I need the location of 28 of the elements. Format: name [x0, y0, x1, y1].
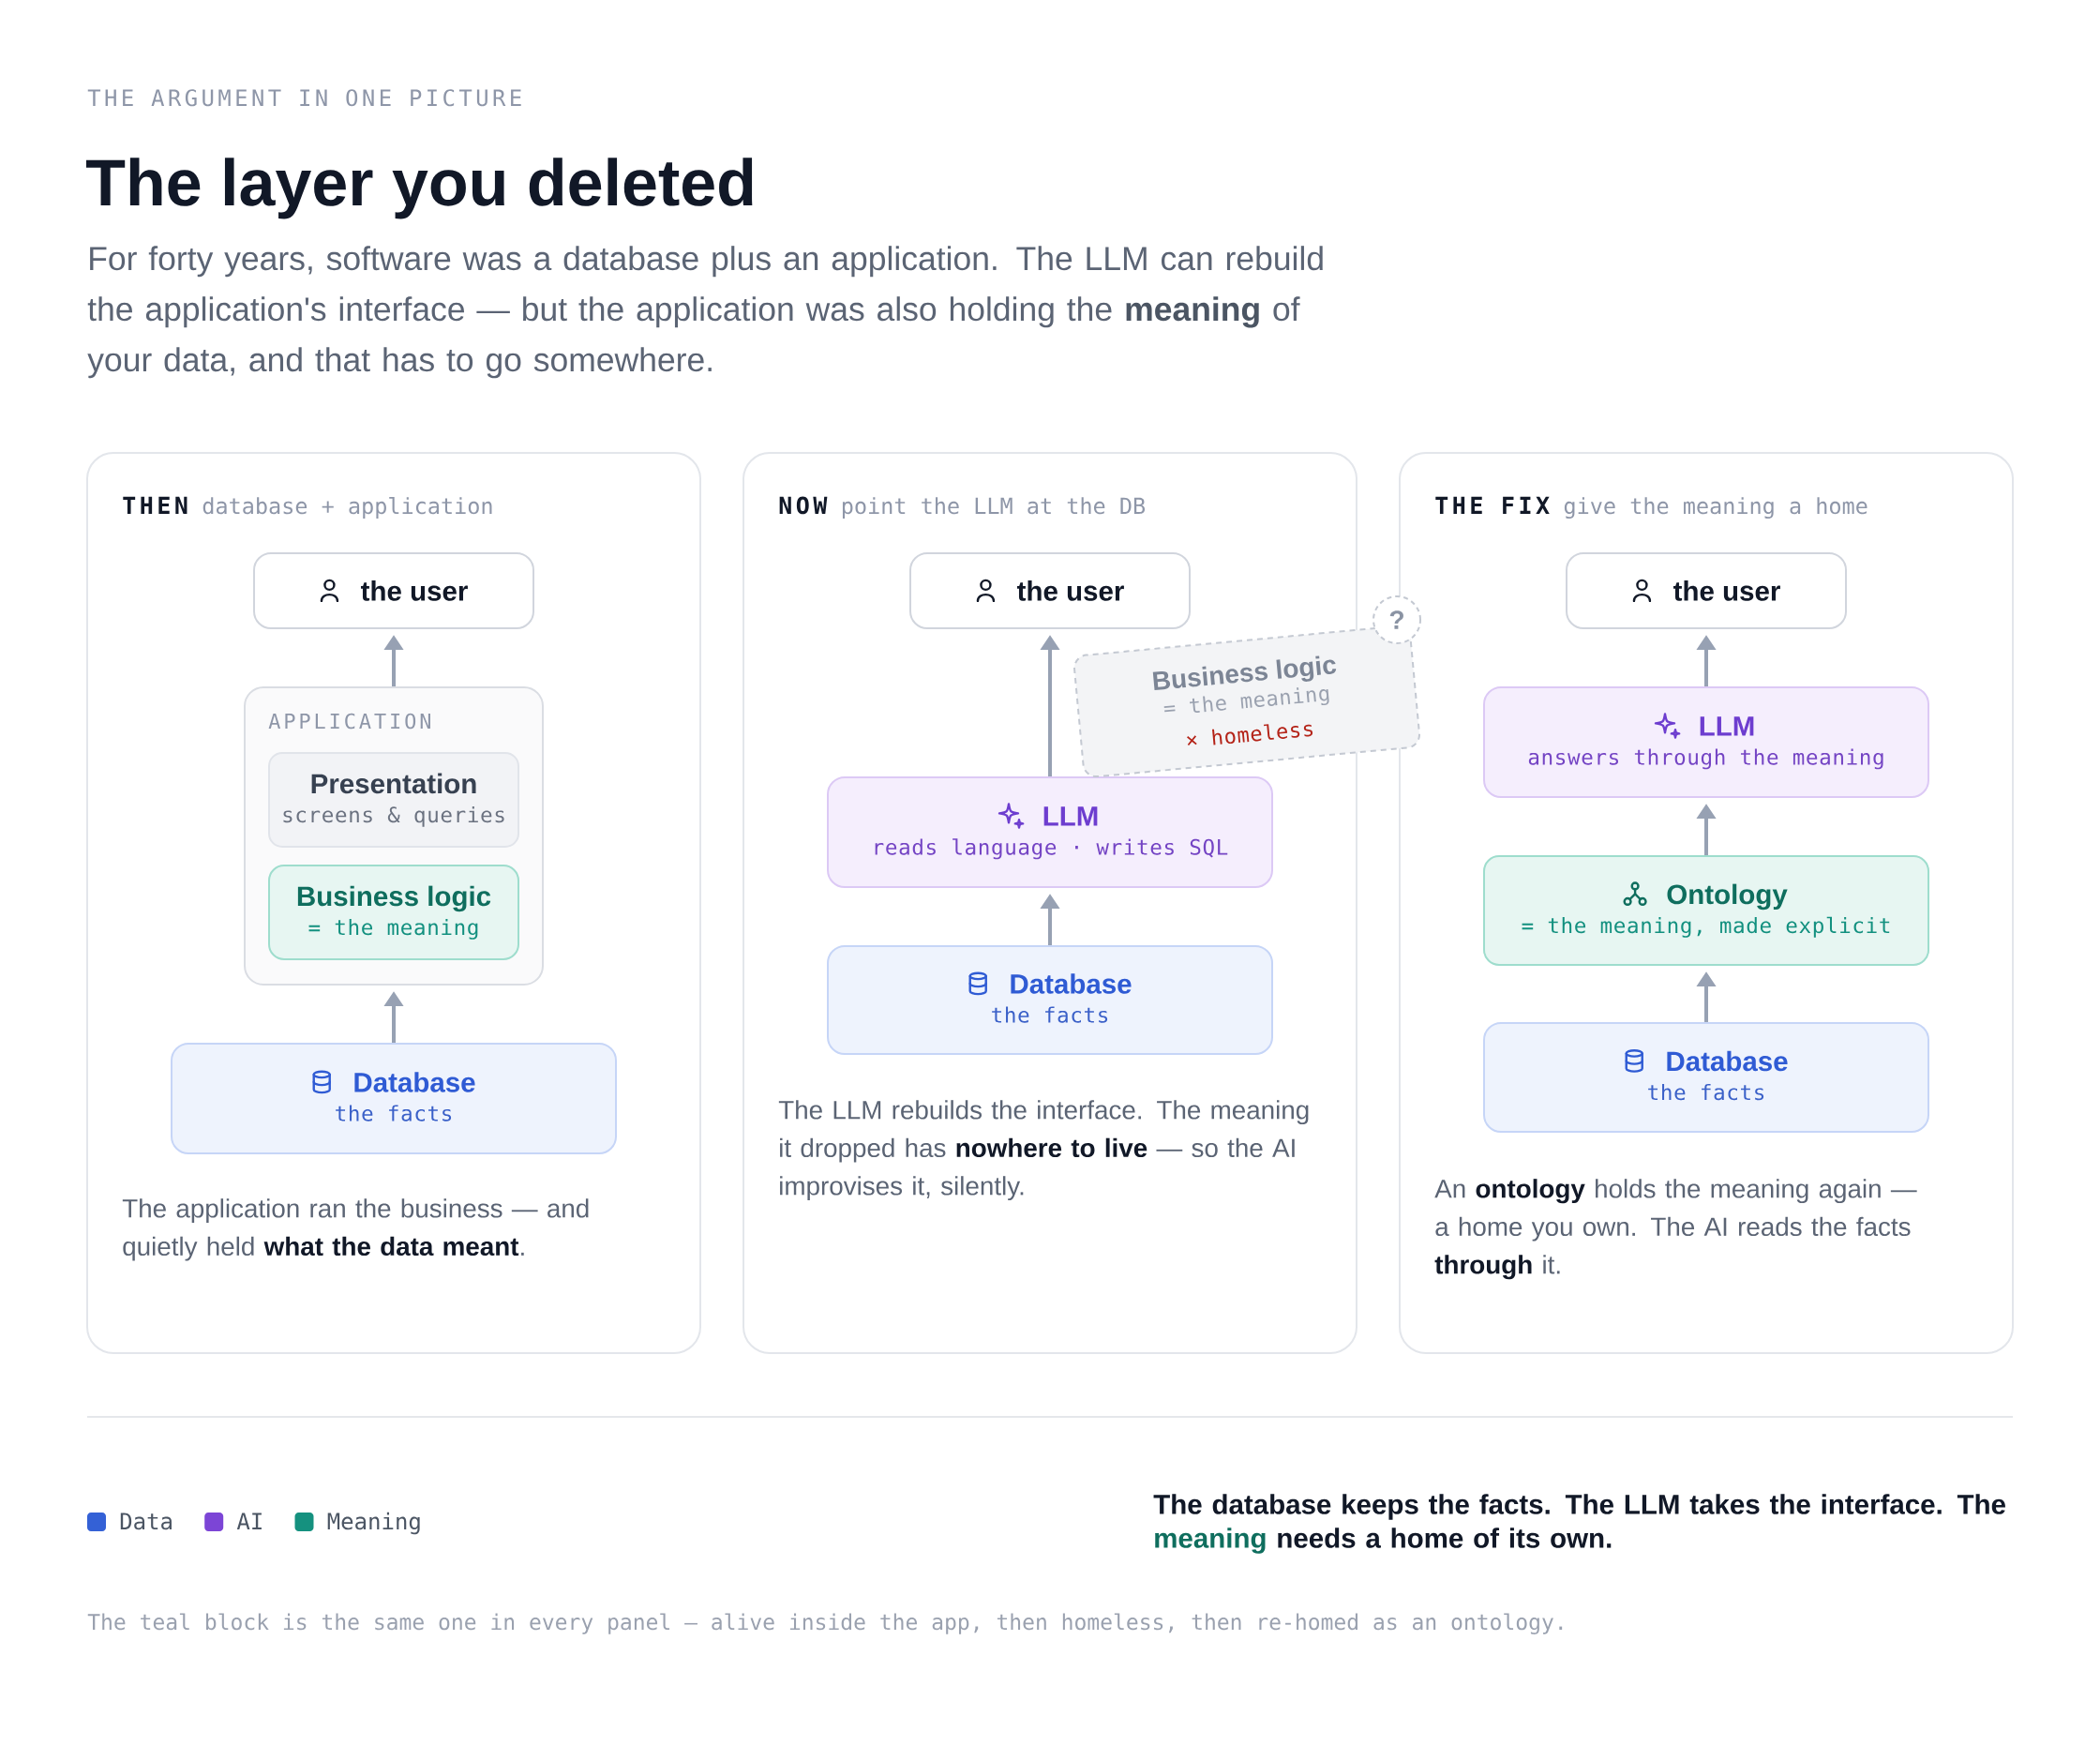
- user-box: the user: [1566, 552, 1847, 629]
- legend-label: Meaning: [327, 1512, 420, 1535]
- panel-heading: THEN: [123, 496, 188, 514]
- panel-caption: The LLM rebuilds the interface. The meaning it dropped has nowhere to live — so the AI improvises it, silently.: [778, 1100, 1309, 1201]
- database-box: Database the facts: [171, 1043, 617, 1154]
- user-box: the user: [909, 552, 1191, 629]
- panel-caption: The application ran the business — and quietly held what the data meant.: [122, 1198, 589, 1261]
- database-box: Database the facts: [1483, 1022, 1929, 1133]
- legend-label: AI: [236, 1513, 262, 1529]
- panel-subheading: give the meaning a home: [1564, 497, 1868, 519]
- llm-box: LLM answers through the meaning: [1483, 686, 1929, 798]
- legend-label: Data: [120, 1513, 172, 1530]
- panel-caption: An ontology holds the meaning again — a home you own. The AI reads the facts through it.: [1434, 1179, 1917, 1280]
- kicker-text: THE ARGUMENT IN ONE PICTURE: [87, 89, 521, 107]
- summary-text: The database keeps the facts. The LLM takes the interface. The meaning needs a home of its own.: [1153, 1494, 2005, 1554]
- panel-subheading: database + application: [202, 497, 492, 519]
- panel-heading: THE FIX: [1435, 496, 1550, 514]
- panel-heading: NOW: [779, 496, 828, 515]
- intro-paragraph: For forty years, software was a database plus an application. The LLM can rebuild the application's interface — but the application was also holding the meaning of your data, and that has to go somewhere.: [87, 246, 1323, 379]
- layer-box: Ontology = the meaning, made explicit: [1483, 855, 1929, 966]
- panel-subheading: point the LLM at the DB: [842, 497, 1146, 519]
- layer-box: Presentation screens & queries: [268, 752, 519, 848]
- database-box: Database the facts: [827, 945, 1273, 1055]
- llm-box: LLM reads language · writes SQL: [827, 776, 1273, 888]
- diagram-title: The layer you deleted: [86, 158, 753, 219]
- user-box: the user: [253, 552, 534, 629]
- footnote-text: The teal block is the same one in every panel — alive inside the app, then homeless, then re-homed as an ontology.: [87, 1613, 1563, 1634]
- layer-box: Business logic = the meaning: [268, 865, 519, 960]
